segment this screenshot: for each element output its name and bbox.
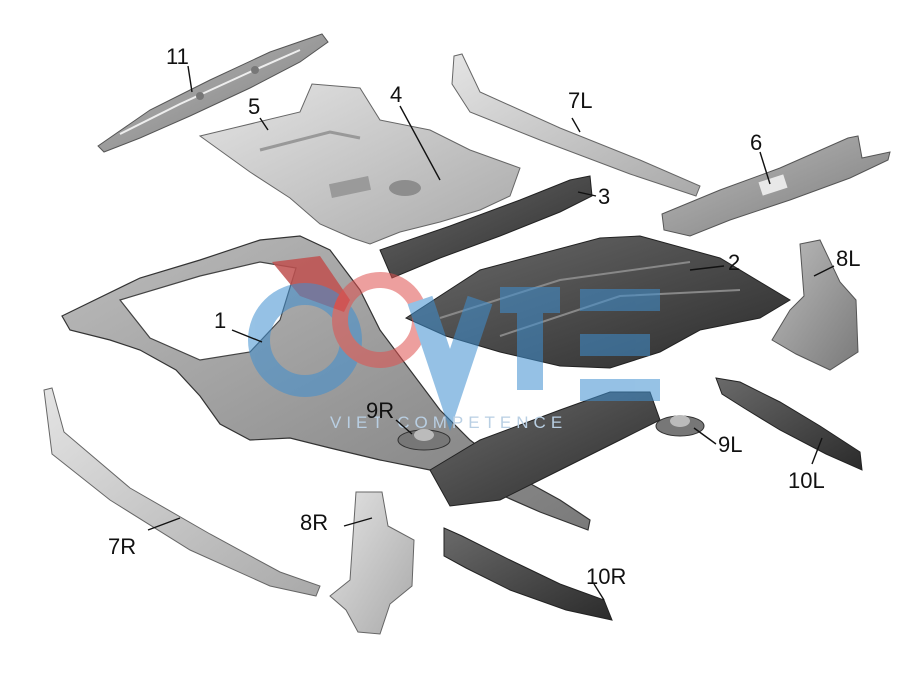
watermark-text: VIET COMPETENCE [330, 413, 567, 432]
part-11-cross-member [97, 33, 329, 153]
leader-9L [693, 427, 717, 445]
label-2: 2 [728, 250, 740, 275]
leader-8L [813, 265, 835, 277]
label-8L: 8L [836, 246, 860, 271]
label-8R: 8R [300, 510, 328, 535]
leader-10L [811, 437, 823, 465]
leader-4 [399, 105, 441, 181]
label-7R: 7R [108, 534, 136, 559]
leader-8R [343, 517, 373, 527]
leader-lines [147, 65, 835, 601]
label-5: 5 [248, 94, 260, 119]
part-10L-rail [715, 377, 863, 471]
leader-10R [593, 583, 605, 601]
watermark-logo [248, 272, 660, 432]
leader-2 [689, 265, 725, 271]
part-4-5-rear-floor [198, 83, 521, 245]
label-4: 4 [390, 82, 402, 107]
label-10L: 10L [788, 468, 825, 493]
label-9L: 9L [718, 432, 742, 457]
leader-7L [571, 117, 581, 133]
part-8R-bracket [329, 491, 415, 635]
leader-6 [759, 151, 771, 185]
label-7L: 7L [568, 88, 592, 113]
label-6: 6 [750, 130, 762, 155]
leader-7R [147, 517, 181, 531]
leader-1 [231, 329, 263, 343]
part-7R-right-sill [43, 387, 321, 597]
label-3: 3 [598, 184, 610, 209]
part-8L-bracket [771, 239, 859, 371]
label-10R: 10R [586, 564, 626, 589]
label-11: 11 [166, 44, 189, 69]
part-7L-left-sill [451, 53, 701, 197]
leader-11 [187, 65, 193, 93]
leader-9R [395, 419, 413, 435]
part-6-crossmember [661, 135, 891, 237]
label-1: 1 [214, 308, 226, 333]
part-10R-rail [443, 527, 613, 621]
leader-5 [259, 117, 269, 131]
part-3-tunnel-reinforcement [379, 175, 593, 279]
part-9L-mount [655, 415, 705, 437]
leader-3 [577, 191, 597, 197]
part-9R-mount [397, 429, 451, 451]
label-9R: 9R [366, 398, 394, 423]
